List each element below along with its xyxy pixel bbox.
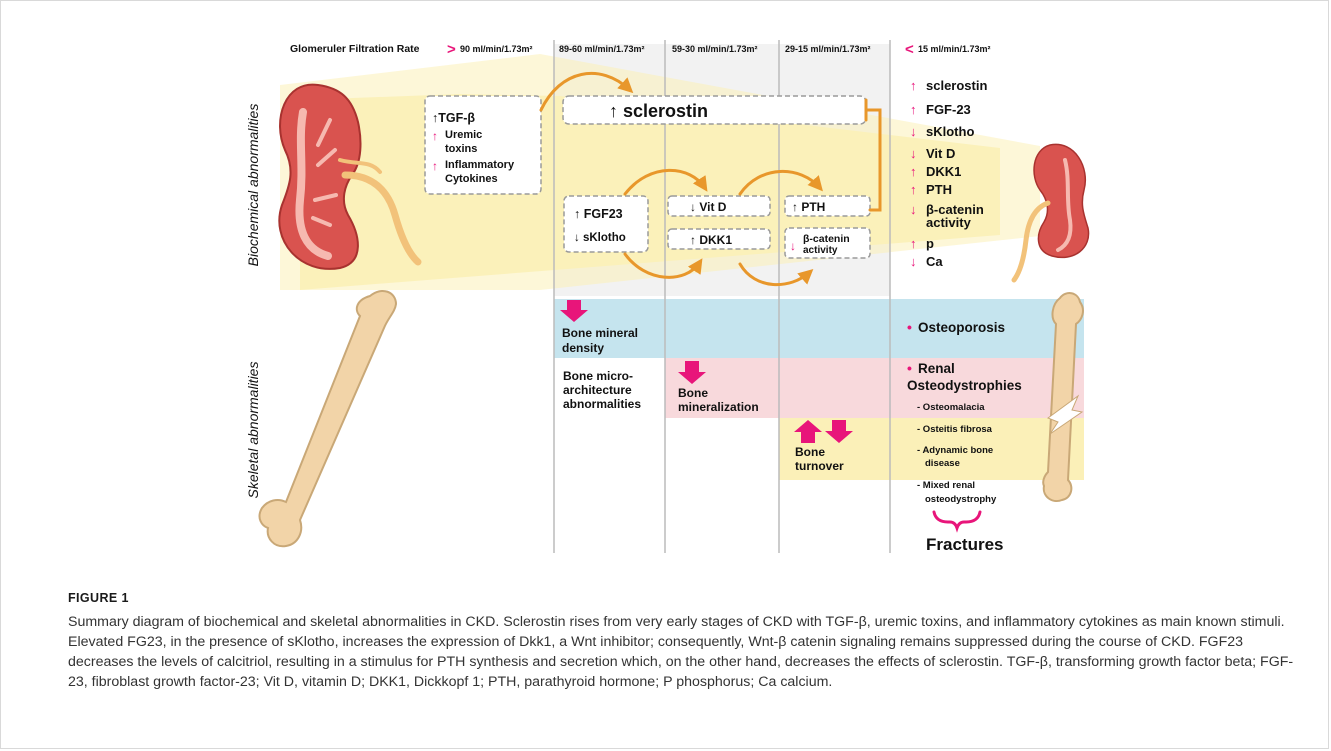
- subtype-mixed-line1: - Mixed renal: [917, 480, 975, 491]
- vitd-label: ↓ Vit D: [690, 200, 727, 214]
- subtype-adynamic-line1: - Adynamic bone: [917, 445, 993, 456]
- figure-label: FIGURE 1: [68, 591, 1298, 605]
- right-arrow-vitd: ↓: [910, 146, 917, 161]
- subtype-mixed-line2: osteodystrophy: [925, 494, 997, 505]
- gfr-stage-89-60: 89-60 ml/min/1.73m²: [559, 44, 645, 54]
- mineralization-label-line1: Bone: [678, 386, 708, 400]
- renal-label-line2: Osteodystrophies: [907, 378, 1022, 393]
- femur-left-icon: [260, 291, 396, 546]
- right-label-sklotho: sKlotho: [926, 124, 974, 139]
- biochemical-row-label: Biochemical abnormalities: [245, 104, 261, 267]
- gfr-stage-15: 15 ml/min/1.73m²: [918, 44, 991, 54]
- bcatenin-activity: activity: [803, 245, 838, 256]
- stimulus-inflammatory: Inflammatory: [445, 159, 515, 171]
- dkk1-label: ↑ DKK1: [690, 233, 732, 247]
- ckd-diagram: Glomeruler Filtration Rate > 90 ml/min/1…: [0, 0, 1331, 570]
- subtype-adynamic-line2: disease: [925, 458, 960, 469]
- turnover-label-line2: turnover: [795, 459, 844, 473]
- fractures-label: Fractures: [926, 535, 1003, 554]
- bcatenin-arrow: ↓: [790, 239, 796, 253]
- osteoporosis-bullet: •: [907, 319, 912, 335]
- subtype-osteomalacia: - Osteomalacia: [917, 402, 985, 413]
- renal-bullet: •: [907, 360, 912, 376]
- right-label-fgf23: FGF-23: [926, 102, 971, 117]
- gfr-gt-symbol: >: [447, 41, 456, 58]
- right-label-sclerostin: sclerostin: [926, 78, 987, 93]
- sclerostin-label: ↑ sclerostin: [609, 101, 708, 121]
- stimulus-toxins: toxins: [445, 143, 477, 155]
- right-arrow-dkk1: ↑: [910, 164, 917, 179]
- figure-caption: FIGURE 1 Summary diagram of biochemical …: [68, 591, 1298, 692]
- gfr-stage-29-15: 29-15 ml/min/1.73m²: [785, 44, 871, 54]
- right-label-vitd: Vit D: [926, 146, 955, 161]
- gfr-stage-59-30: 59-30 ml/min/1.73m²: [672, 44, 758, 54]
- renal-label-line1: Renal: [918, 361, 955, 376]
- gfr-label: Glomeruler Filtration Rate: [290, 43, 420, 55]
- stimulus-arrow-uremic: ↑: [432, 129, 438, 143]
- right-arrow-sklotho: ↓: [910, 124, 917, 139]
- micro-label-line1: Bone micro-: [563, 369, 633, 383]
- right-label-pth: PTH: [926, 182, 952, 197]
- right-arrow-pth: ↑: [910, 182, 917, 197]
- skeletal-row-label: Skeletal abnormalities: [245, 362, 261, 499]
- pth-label: ↑ PTH: [792, 200, 825, 214]
- right-label-dkk1: DKK1: [926, 164, 961, 179]
- micro-label-line2: architecture: [563, 383, 632, 397]
- right-arrow-bcatenin: ↓: [910, 202, 917, 217]
- sklotho-label: ↓ sKlotho: [574, 232, 626, 244]
- stimulus-uremic: Uremic: [445, 129, 482, 141]
- figure-caption-text: Summary diagram of biochemical and skele…: [68, 612, 1298, 692]
- gfr-lt-symbol: <: [905, 41, 914, 58]
- bcatenin-label: β-catenin: [803, 233, 850, 245]
- fgf23-label: ↑ FGF23: [574, 207, 623, 221]
- fractures-brace-icon: [934, 512, 980, 528]
- right-arrow-ca: ↓: [910, 254, 917, 269]
- stimulus-arrow-inflammatory: ↑: [432, 159, 438, 173]
- stimulus-cytokines: Cytokines: [445, 173, 498, 185]
- stimulus-tgf-beta: ↑TGF-β: [432, 111, 475, 125]
- right-label-p: p: [926, 236, 934, 251]
- turnover-label-line1: Bone: [795, 445, 825, 459]
- right-label-activity: activity: [926, 215, 972, 230]
- right-label-ca: Ca: [926, 254, 943, 269]
- bmd-label-line2: density: [562, 341, 604, 355]
- right-arrow-p: ↑: [910, 236, 917, 251]
- micro-label-line3: abnormalities: [563, 397, 641, 411]
- mineralization-label-line2: mineralization: [678, 400, 759, 414]
- osteoporosis-label: Osteoporosis: [918, 320, 1005, 335]
- subtype-osteitis: - Osteitis fibrosa: [917, 424, 993, 435]
- gfr-stage-90: 90 ml/min/1.73m²: [460, 44, 533, 54]
- right-arrow-fgf23: ↑: [910, 102, 917, 117]
- bmd-label-line1: Bone mineral: [562, 326, 638, 340]
- right-arrow-sclerostin: ↑: [910, 78, 917, 93]
